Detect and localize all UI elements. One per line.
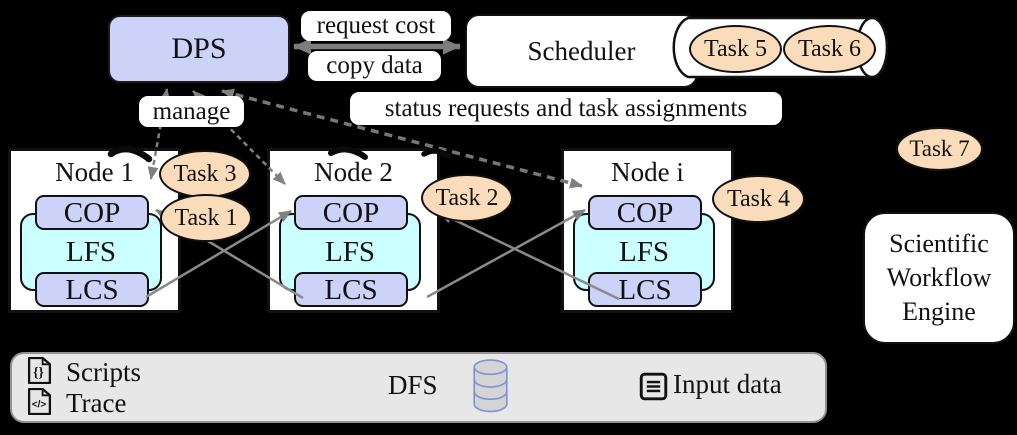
task-6-ellipse: Task 6 bbox=[783, 25, 876, 73]
node-1-lcs: LCS bbox=[35, 272, 149, 307]
scientific-workflow-engine-box: Scientific Workflow Engine bbox=[863, 212, 1015, 344]
legend-trace-label: Trace bbox=[66, 388, 127, 418]
request-cost-label: request cost bbox=[301, 11, 451, 41]
node-i-box: Node i LFS COP LCS bbox=[561, 148, 734, 313]
task-1-ellipse: Task 1 bbox=[160, 194, 252, 242]
node-1-box: Node 1 LFS COP LCS bbox=[8, 148, 181, 313]
trace-icon: </> bbox=[27, 388, 52, 415]
node-1-title: Node 1 bbox=[55, 157, 134, 187]
node-1-cop: COP bbox=[35, 195, 149, 230]
scheduler-box: Scheduler bbox=[465, 14, 698, 88]
manage-label: manage bbox=[139, 96, 244, 127]
dfs-database-icon bbox=[473, 359, 508, 413]
task-7-ellipse: Task 7 bbox=[896, 127, 983, 171]
swe-line-2: Workflow bbox=[886, 263, 992, 292]
task-3-ellipse: Task 3 bbox=[159, 150, 251, 198]
task-5-ellipse: Task 5 bbox=[689, 25, 782, 73]
scripts-icon: {} bbox=[27, 357, 52, 384]
input-data-icon bbox=[639, 372, 668, 401]
status-requests-label: status requests and task assignments bbox=[350, 92, 782, 125]
node-2-title: Node 2 bbox=[314, 157, 393, 187]
legend-input-data-label: Input data bbox=[673, 369, 782, 399]
legend-bar bbox=[10, 352, 827, 423]
node-i-lcs: LCS bbox=[588, 272, 702, 307]
node-2-cop: COP bbox=[294, 195, 408, 230]
task-4-ellipse: Task 4 bbox=[712, 175, 805, 223]
task-2-ellipse: Task 2 bbox=[421, 174, 513, 222]
legend-dfs-label: DFS bbox=[388, 370, 438, 400]
legend-scripts-label: Scripts bbox=[66, 357, 142, 387]
svg-text:{}: {} bbox=[33, 365, 44, 380]
node-i-cop: COP bbox=[588, 195, 702, 230]
node-i-title: Node i bbox=[611, 157, 684, 187]
dps-box: DPS bbox=[108, 15, 290, 83]
swe-line-1: Scientific bbox=[889, 229, 989, 258]
copy-data-label: copy data bbox=[308, 51, 441, 81]
swe-line-3: Engine bbox=[902, 297, 976, 326]
node-2-lcs: LCS bbox=[294, 272, 408, 307]
svg-text:</>: </> bbox=[32, 400, 46, 411]
node-2-box: Node 2 LFS COP LCS bbox=[267, 148, 440, 313]
